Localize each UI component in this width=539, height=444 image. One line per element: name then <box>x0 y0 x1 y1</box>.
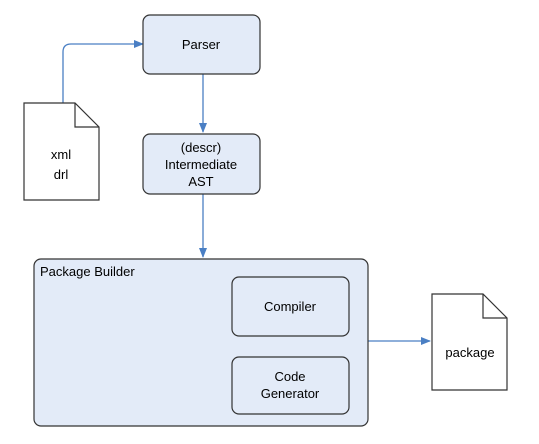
package-builder-label: Package Builder <box>40 264 135 279</box>
input-file-line-2: drl <box>54 167 69 182</box>
descr-ast-line-2: Intermediate <box>165 157 237 172</box>
package-builder-box: Package Builder Compiler Code Generator <box>33 258 369 427</box>
descr-ast-line-1: (descr) <box>181 140 221 155</box>
compiler-box: Compiler <box>231 276 350 337</box>
descr-ast-box: (descr) Intermediate AST <box>142 133 261 195</box>
package-output-document: package <box>431 293 508 391</box>
parser-box: Parser <box>142 14 261 75</box>
descr-ast-line-3: AST <box>188 174 213 189</box>
code-generator-line-1: Code <box>274 369 305 384</box>
input-file-document: xml drl <box>23 102 100 201</box>
code-generator-box: Code Generator <box>231 356 350 415</box>
compiler-label: Compiler <box>264 299 317 314</box>
input-to-parser-arrow <box>62 40 144 103</box>
parser-label: Parser <box>182 37 221 52</box>
code-generator-line-2: Generator <box>261 386 320 401</box>
input-file-line-1: xml <box>51 147 71 162</box>
package-output-label: package <box>445 345 494 360</box>
